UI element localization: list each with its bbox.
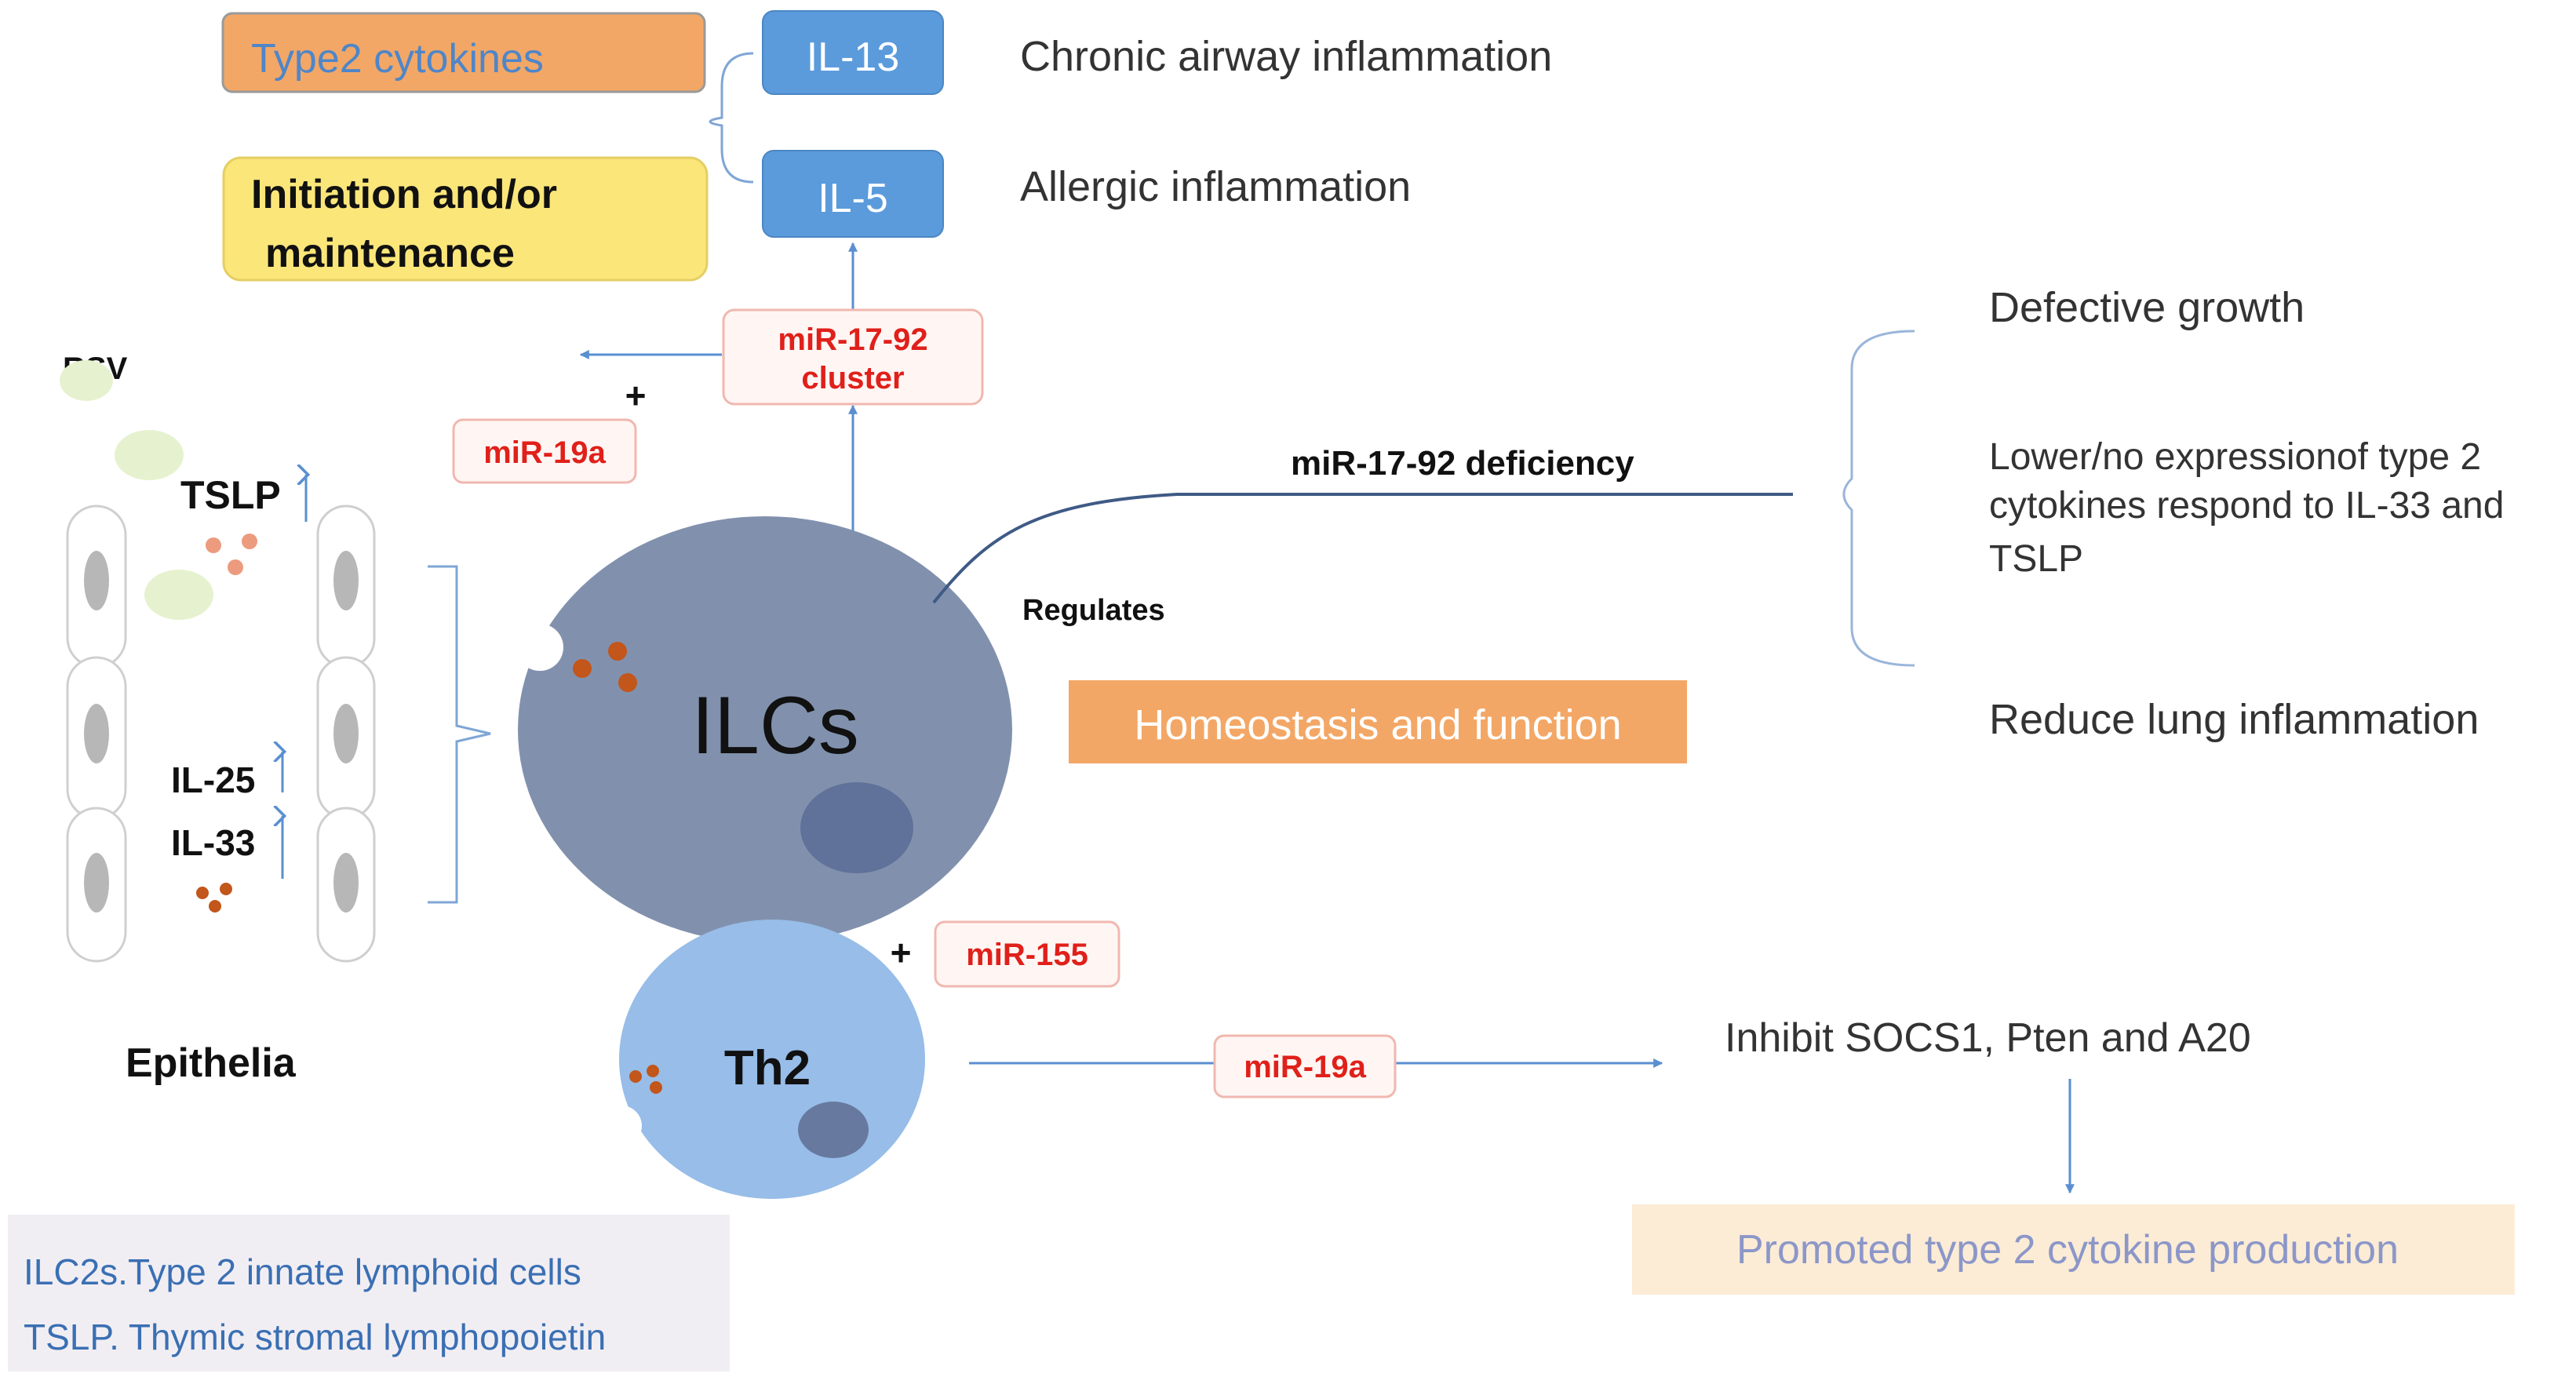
rsv-particle	[115, 430, 184, 480]
legend-box: ILC2s.Type 2 innate lymphoid cells TSLP.…	[8, 1215, 730, 1372]
initiation-label: Initiation and/or	[251, 172, 557, 217]
mir1792-label: miR-17-92	[778, 322, 927, 357]
il5-label: IL-5	[818, 176, 888, 221]
lower-expression-line3: TSLP	[1989, 538, 2083, 580]
il13-label: IL-13	[807, 35, 900, 80]
inhibit-text: Inhibit SOCS1, Pten and A20	[1725, 1015, 2251, 1061]
type2-cytokines-box: Type2 cytokines	[221, 12, 706, 93]
lower-expression-line2: cytokines respond to IL-33 and	[1989, 485, 2504, 526]
rsv-particle	[60, 360, 113, 401]
lower-expression-line1: Lower/no expressionof type 2	[1989, 436, 2481, 478]
ilc-cell: ILCs	[516, 516, 1012, 943]
ilcs-label: ILCs	[691, 680, 859, 771]
il5-box: IL-5	[762, 150, 944, 238]
mir19a-label: miR-19a	[483, 435, 606, 470]
mir155-box: miR-155	[934, 920, 1120, 988]
plus-sign: +	[625, 375, 647, 416]
mir155-label: miR-155	[966, 938, 1088, 972]
th2-cell: Th2	[601, 920, 925, 1199]
legend-ilc2s: ILC2s.Type 2 innate lymphoid cells	[24, 1251, 581, 1292]
cytokine-bracket	[709, 52, 754, 184]
cluster-label: cluster	[801, 361, 904, 395]
il13-box: IL-13	[762, 10, 944, 95]
il33-granules	[196, 883, 232, 913]
deficiency-curve	[932, 493, 1793, 604]
homeostasis-box: Homeostasis and function	[1069, 680, 1687, 763]
initiation-box: Initiation and/or maintenance	[222, 156, 709, 282]
regulates-label: Regulates	[1022, 594, 1165, 627]
homeostasis-label: Homeostasis and function	[1134, 701, 1621, 749]
mir1792-cluster-box: miR-17-92 cluster	[722, 308, 984, 406]
chronic-airway-text: Chronic airway inflammation	[1020, 33, 1552, 80]
defective-growth-text: Defective growth	[1989, 284, 2305, 331]
il33-label: IL-33	[171, 822, 255, 863]
th2-nucleus	[798, 1102, 869, 1158]
epithelia-bracket	[428, 565, 491, 904]
tslp-label: TSLP	[180, 473, 281, 517]
promoted-box: Promoted type 2 cytokine production	[1632, 1204, 2515, 1295]
epithelial-cells	[66, 505, 376, 963]
allergic-inflammation-text: Allergic inflammation	[1020, 163, 1411, 210]
legend-tslp: TSLP. Thymic stromal lymphopoietin	[24, 1317, 606, 1357]
outcomes-bracket	[1842, 330, 1915, 667]
rsv-particle	[144, 570, 213, 620]
mir19a-label: miR-19a	[1244, 1050, 1366, 1084]
maintenance-label: maintenance	[265, 231, 515, 276]
plus-sign: +	[891, 932, 912, 973]
il25-label: IL-25	[171, 760, 255, 800]
promoted-label: Promoted type 2 cytokine production	[1736, 1227, 2399, 1273]
th2-label: Th2	[724, 1041, 811, 1095]
mir19a-box-top: miR-19a	[452, 418, 637, 484]
ilc-nucleus	[800, 782, 913, 873]
deficiency-label: miR-17-92 deficiency	[1291, 444, 1634, 483]
mir19a-box-bottom: miR-19a	[1213, 1034, 1397, 1098]
type2-cytokines-label: Type2 cytokines	[251, 36, 544, 82]
epithelia-label: Epithelia	[126, 1040, 297, 1086]
reduce-inflammation-text: Reduce lung inflammation	[1989, 696, 2479, 743]
tslp-granules	[206, 534, 257, 575]
